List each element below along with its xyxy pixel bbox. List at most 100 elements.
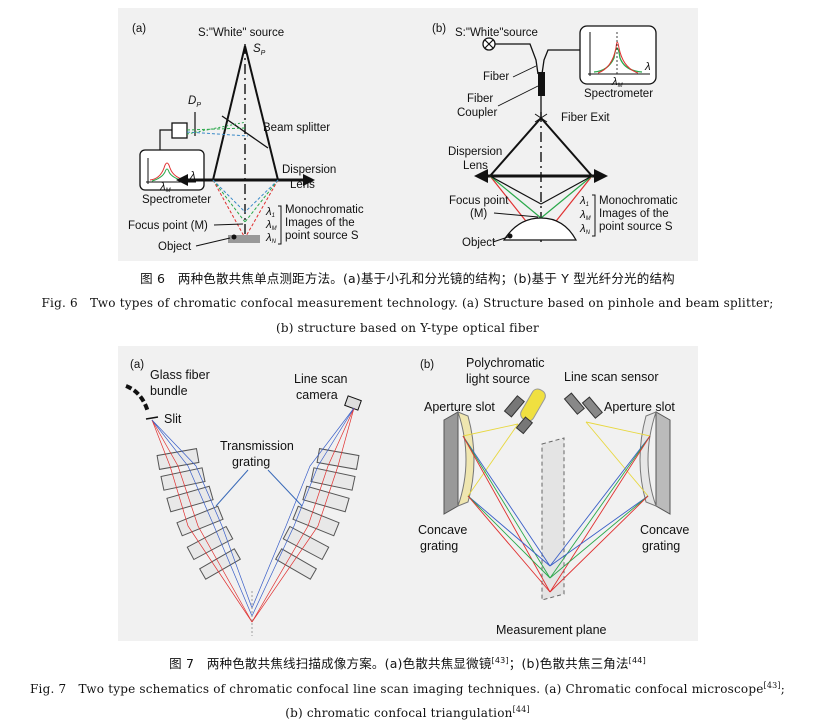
fig7a-rays [151,407,355,623]
figure-7-panel: (a) Glass fiber bundle Slit Line scan ca… [118,346,698,641]
fig6b-ray-green-l [489,175,542,219]
fig7a-line-scan-2: camera [296,388,338,402]
fig6b-bracket [592,194,596,237]
fig7b-concave-l-2: grating [420,539,458,553]
fig7b-sensor-2 [581,396,603,419]
fig6a-spectro-peak-green [151,168,185,182]
fig7-caption-en-1: Fig. 7 Two type schematics of chromatic … [30,681,785,696]
fig6b-fiber-pointer [512,65,537,78]
fig6b-spectro-lambdam: λM [611,76,623,89]
fig6a-mono-1: Monochromatic [285,204,364,216]
fig6b-label: (b) [432,23,446,35]
fig6a-lens-arrow-left [176,174,188,186]
fig6b-lens-label: Lens [463,160,488,172]
fig6b-lambdan: λN [579,223,591,236]
fig7a-trans-2: grating [232,455,270,469]
fig7b-grating-left-face [457,411,475,507]
fig7b-grating-right-side [655,411,671,515]
fig7b-grating-left-side [443,411,459,515]
fig6b-lens-arrow-left [474,169,488,183]
fig7a-camera [344,395,362,411]
fig6b-coupler-label: Coupler [457,107,497,119]
fig7b-ap-right: Aperture slot [604,400,675,414]
fig6b-lambdam: λM [579,209,591,222]
fig6a-lambdam: λM [265,219,277,232]
fig6b-fiber-label: Fiber [483,71,509,83]
fig6a-detector [171,122,188,139]
fig7a-grating-pointer-r [267,469,303,507]
fig6a-focus-label: Focus point (M) [128,220,208,232]
fig6a-ray-green-r [244,179,279,223]
fig6a-spectro-peak-red [149,162,189,181]
fig6a-beam-splitter [221,115,269,149]
fig6a-lambda1: λ1 [265,206,275,219]
fig6b-mono-1: Monochromatic [599,195,678,207]
fig6a-beam-splitter-label: Beam splitter [263,122,330,134]
fig7b-poly-2: light source [466,372,530,386]
fig6a-lens-label: Lens [290,179,315,191]
fig6b-object-pointer [492,236,509,243]
fig6-caption-cn: 图 6 两种色散共焦单点测距方法。(a)基于小孔和分光镜的结构；(b)基于 Y … [140,271,675,286]
fig7b-left-slot [503,395,525,418]
fig7a-label: (a) [130,359,144,371]
fig6a-dp-label: DP [188,95,201,109]
figure-6-panel: (a) S:"White" source SP DP Beam splitter… [118,8,698,261]
fig6b-spectro-lambda: λ [644,61,651,73]
fig6a-cone-right [244,45,279,181]
fig6a-spectro-lambda: λ [189,170,196,182]
fig7b-concave-l-1: Concave [418,523,467,537]
fig6a-focus-pointer [213,223,244,226]
fig6a-ray-green-l [212,179,246,223]
fig6a-ray-blue-r [244,179,279,213]
fig7a-fiber-bundle [125,384,150,413]
fig6a-spectro-lambdam: λM [159,181,171,194]
fig7b-poly-1: Polychromatic [466,356,545,370]
fig6a-object-point [231,234,237,240]
fig7b-sensor [563,392,585,415]
fig6b-fiber-spectro [541,49,580,75]
fig6a-object-pointer [195,237,231,247]
fig7b-rays [462,421,651,593]
fig6b-cone-right [540,117,593,177]
fig7b-measurement-label: Measurement plane [496,623,607,637]
fig6b-mono-3: point source S [599,221,673,233]
fig6a-sp-label: SP [253,43,266,57]
fig7a-glass-label-1: Glass fiber [150,368,210,382]
fig7-caption-cn: 图 7 两种色散共焦线扫描成像方案。(a)色散共焦显微镜[43]；(b)色散共焦… [169,656,646,672]
fig6a-object [228,235,260,243]
fig6a-dispersion-label: Dispersion [282,164,336,176]
fig7b-ap-left: Aperture slot [424,400,495,414]
fig6b-fiber2-label: Fiber [467,93,493,105]
fig6a-mono-2: Images of the [285,217,355,229]
fig6b-ray-dark-r [540,175,593,205]
fig6a-ray-red-r [244,179,279,239]
fig6a-spectro-link [159,129,172,150]
fig7a-left-lens-stack [156,448,242,580]
fig7b-grating-right-face [639,411,657,507]
fig6b-focus-pointer [493,212,539,218]
fig6b-focus-label-1: Focus point [449,195,509,207]
fig6b-fiber-exit-label: Fiber Exit [561,112,610,124]
fig7a-slit [145,416,159,420]
fig6b-mono-2: Images of the [599,208,669,220]
fig7b-concave-r-1: Concave [640,523,689,537]
fig6a-lambdan: λN [265,232,277,245]
fig6a-mono-3: point source S [285,230,359,242]
fig6a-return-green [186,127,247,131]
fig7b-label: (b) [420,359,434,371]
fig6a-return-blue [186,131,249,137]
fig6a-spectrometer-label: Spectrometer [142,194,211,206]
fig7b-concave-r-2: grating [642,539,680,553]
fig6b-source-x2 [484,39,494,49]
fig7a-line-scan-1: Line scan [294,372,348,386]
fig7a-glass-label-2: bundle [150,384,188,398]
fig6a-ray-blue-l [212,179,246,213]
fig6-caption-en-1: Fig. 6 Two types of chromatic confocal m… [41,296,774,310]
fig6b-fiber-coupler [538,72,545,96]
fig6a-object-label: Object [158,241,192,253]
fig6b-cone-left [489,117,542,177]
fig6b-source-label: S:"White"source [455,27,538,39]
fig6b-dispersion-label: Dispersion [448,146,502,158]
figure-6-diagram: (a) S:"White" source SP DP Beam splitter… [128,23,678,253]
fig6a-ray-red-l [212,179,246,239]
